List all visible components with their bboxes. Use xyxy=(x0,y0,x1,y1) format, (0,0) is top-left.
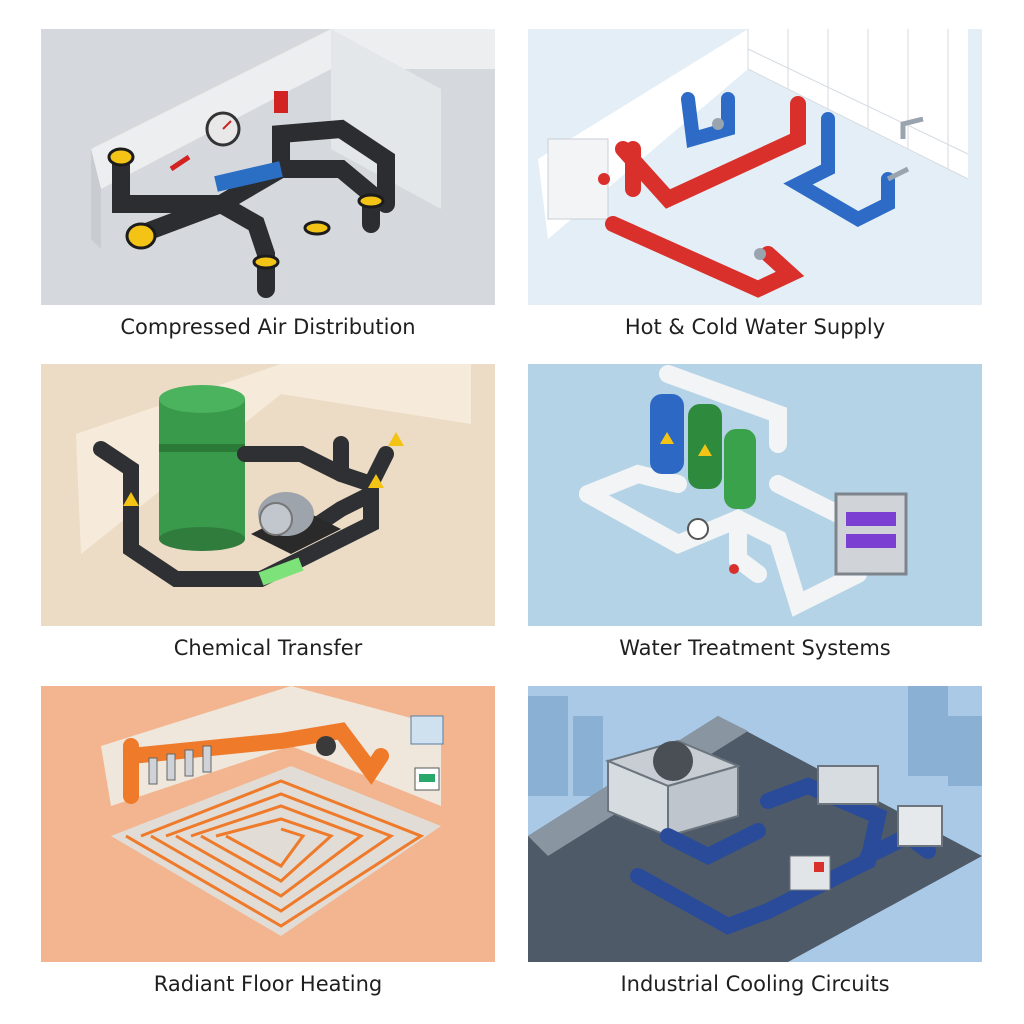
manifold-valves xyxy=(148,745,212,785)
uv-sterilizer xyxy=(834,492,908,576)
pump-motor xyxy=(251,492,341,554)
panel-industrial-cooling: Industrial Cooling Circuits xyxy=(528,686,982,998)
faucets xyxy=(886,116,924,182)
panel-water-treatment: Water Treatment Systems xyxy=(528,364,982,662)
water-treatment-illustration xyxy=(528,364,982,626)
fan-icon xyxy=(653,741,693,781)
warning-label-icon xyxy=(660,432,712,456)
panel-caption: Compressed Air Distribution xyxy=(120,315,416,339)
panel-chemical-transfer: Chemical Transfer xyxy=(41,364,495,662)
panel-caption: Industrial Cooling Circuits xyxy=(620,972,890,996)
pump-icon xyxy=(316,736,336,756)
heating-loops xyxy=(125,779,425,928)
hazard-warning-icon xyxy=(123,432,404,506)
radiant-floor-illustration xyxy=(41,686,495,962)
red-valve-icon xyxy=(274,91,288,113)
tap-valve-icon xyxy=(712,118,724,130)
cold-water-pipes xyxy=(681,92,895,227)
manifold-pipes xyxy=(123,722,389,804)
yellow-flanges xyxy=(107,147,385,270)
compressed-air-illustration xyxy=(41,29,495,305)
valve-handle-icon xyxy=(729,564,739,574)
alarm-indicator-icon xyxy=(814,862,824,872)
blue-pipe-segment xyxy=(214,161,283,192)
hot-water-pipes xyxy=(605,96,806,298)
panel-radiant-floor: Radiant Floor Heating xyxy=(41,686,495,998)
city-skyline xyxy=(528,686,982,796)
hot-cold-water-illustration xyxy=(528,29,982,305)
heat-exchanger xyxy=(817,765,943,847)
heater-indicator-icon xyxy=(598,173,610,185)
flow-meter-segment xyxy=(258,557,304,586)
panel-hot-cold-water: Hot & Cold Water Supply xyxy=(528,29,982,341)
tiled-wall xyxy=(538,29,968,239)
panel-caption: Water Treatment Systems xyxy=(619,636,891,660)
bottom-valve-icon xyxy=(754,248,766,260)
panel-caption: Hot & Cold Water Supply xyxy=(624,315,886,339)
cooling-tower xyxy=(604,739,742,838)
chemical-transfer-illustration xyxy=(41,364,495,626)
schematic-poster xyxy=(410,715,444,745)
panel-compressed-air: Compressed Air Distribution xyxy=(41,29,495,341)
panel-caption: Chemical Transfer xyxy=(173,636,363,660)
panel-caption: Radiant Floor Heating xyxy=(153,972,383,996)
valve-handle-icon xyxy=(169,154,191,172)
industrial-cooling-illustration xyxy=(528,686,982,962)
control-panel xyxy=(789,855,831,891)
tile-grid xyxy=(747,29,969,180)
chemical-tank xyxy=(159,385,245,551)
floor xyxy=(111,766,441,936)
pressure-gauge-icon xyxy=(687,518,709,540)
